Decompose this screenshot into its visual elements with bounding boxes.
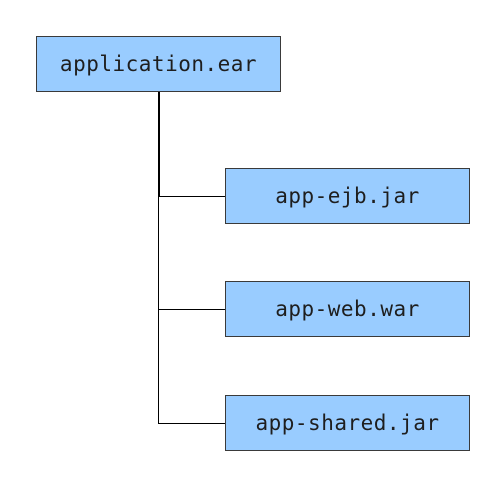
root-node-application-ear: application.ear [36,36,281,92]
trunk-connector [158,92,160,196]
child-node-app-web-war: app-web.war [225,281,470,337]
branch-connector-web [159,309,225,310]
trunk-connector-lower [158,196,159,424]
child-node-app-shared-jar: app-shared.jar [225,395,470,451]
branch-connector-ejb [159,196,225,197]
child-node-app-ejb-jar: app-ejb.jar [225,168,470,224]
branch-connector-shared [159,423,225,424]
